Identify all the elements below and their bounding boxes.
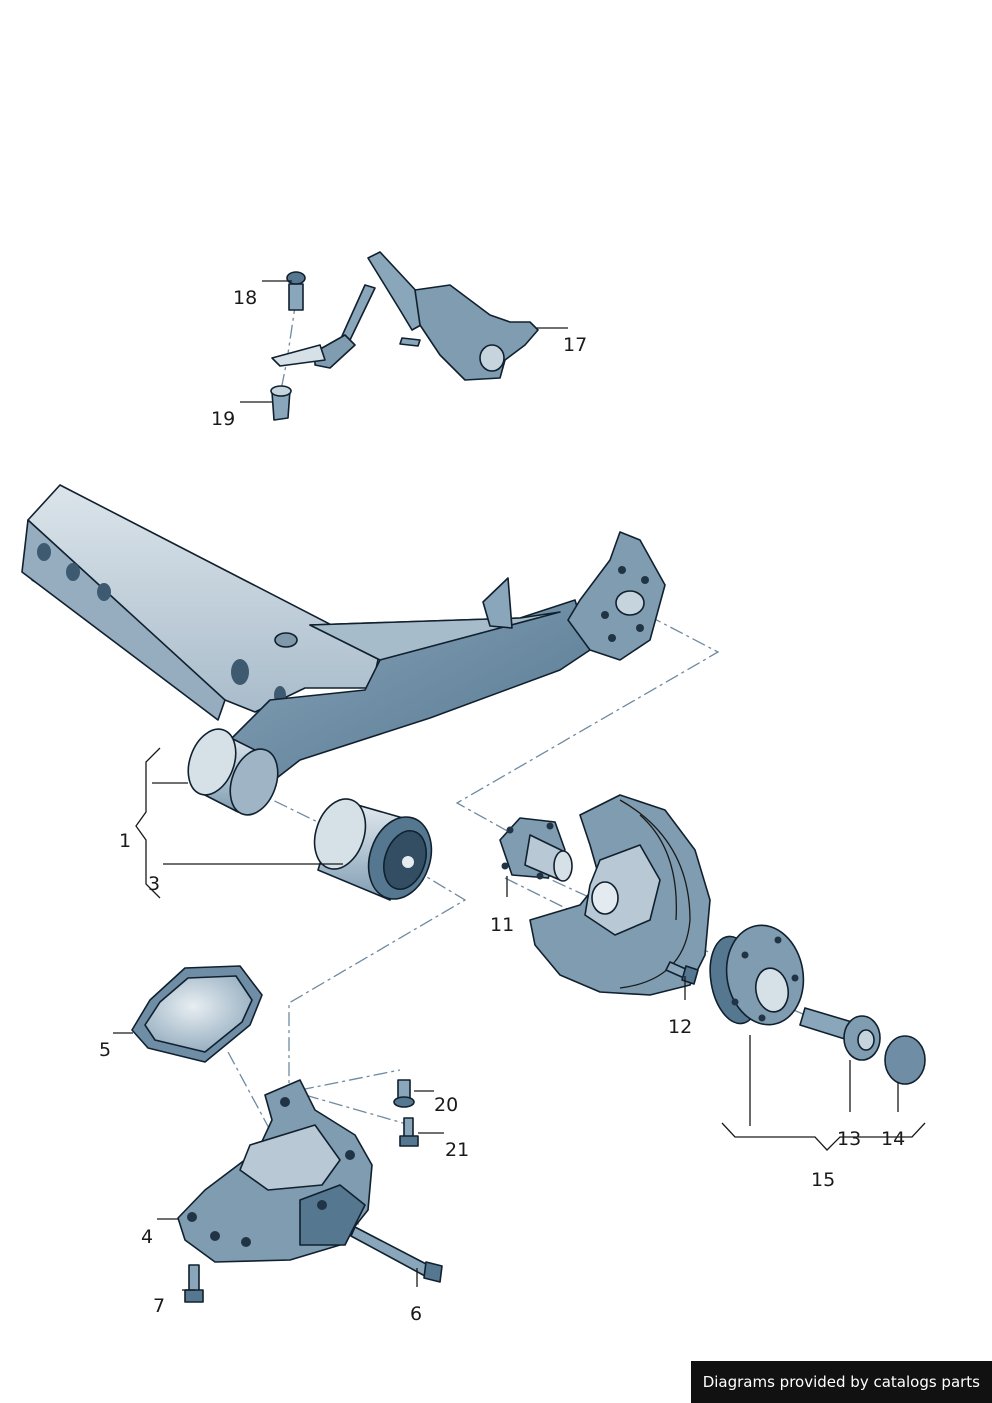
wheel-hub-bearing xyxy=(709,924,805,1026)
callout-14: 14 xyxy=(881,1128,905,1150)
support-pad xyxy=(131,965,263,1063)
diagram-credit-banner: Diagrams provided by catalogs parts xyxy=(690,1361,992,1403)
callout-11: 11 xyxy=(490,914,514,936)
assembly-centerlines xyxy=(227,299,851,1226)
hub-mounting-flange xyxy=(567,531,666,661)
backing-plate-screw xyxy=(665,961,699,985)
callout-20: 20 xyxy=(434,1094,458,1116)
leader-lines xyxy=(113,280,926,1291)
hub-bolt xyxy=(799,1007,881,1061)
beam-bushing-housing xyxy=(187,728,279,816)
callout-12: 12 xyxy=(668,1016,692,1038)
trailing-arm xyxy=(224,577,591,796)
callout-3: 3 xyxy=(148,873,160,895)
callout-7: 7 xyxy=(153,1295,165,1317)
callout-17: 17 xyxy=(563,334,587,356)
callout-15: 15 xyxy=(811,1169,835,1191)
callout-4: 4 xyxy=(141,1226,153,1248)
callout-21: 21 xyxy=(445,1139,469,1161)
callout-19: 19 xyxy=(211,408,235,430)
callout-6: 6 xyxy=(410,1303,422,1325)
stub-axle xyxy=(499,817,573,882)
mounting-bracket xyxy=(177,1079,373,1263)
rubber-bushing xyxy=(313,798,433,901)
flange-bolt xyxy=(399,1117,419,1147)
callout-18: 18 xyxy=(233,287,257,309)
bracket-screw xyxy=(184,1264,204,1303)
level-sensor xyxy=(271,251,539,381)
grease-cap xyxy=(884,1035,926,1085)
sensor-nut xyxy=(270,385,292,421)
callout-5: 5 xyxy=(99,1039,111,1061)
bracket-bolt xyxy=(350,1226,443,1283)
brake-backing-plate xyxy=(529,794,711,996)
callout-13: 13 xyxy=(837,1128,861,1150)
callout-labels: 1 3 4 5 6 7 11 12 13 14 15 17 18 19 20 2… xyxy=(99,287,905,1325)
axle-beam xyxy=(21,484,381,721)
callout-1: 1 xyxy=(119,830,131,852)
sensor-screw xyxy=(286,271,306,311)
rivet-nut xyxy=(393,1079,415,1108)
